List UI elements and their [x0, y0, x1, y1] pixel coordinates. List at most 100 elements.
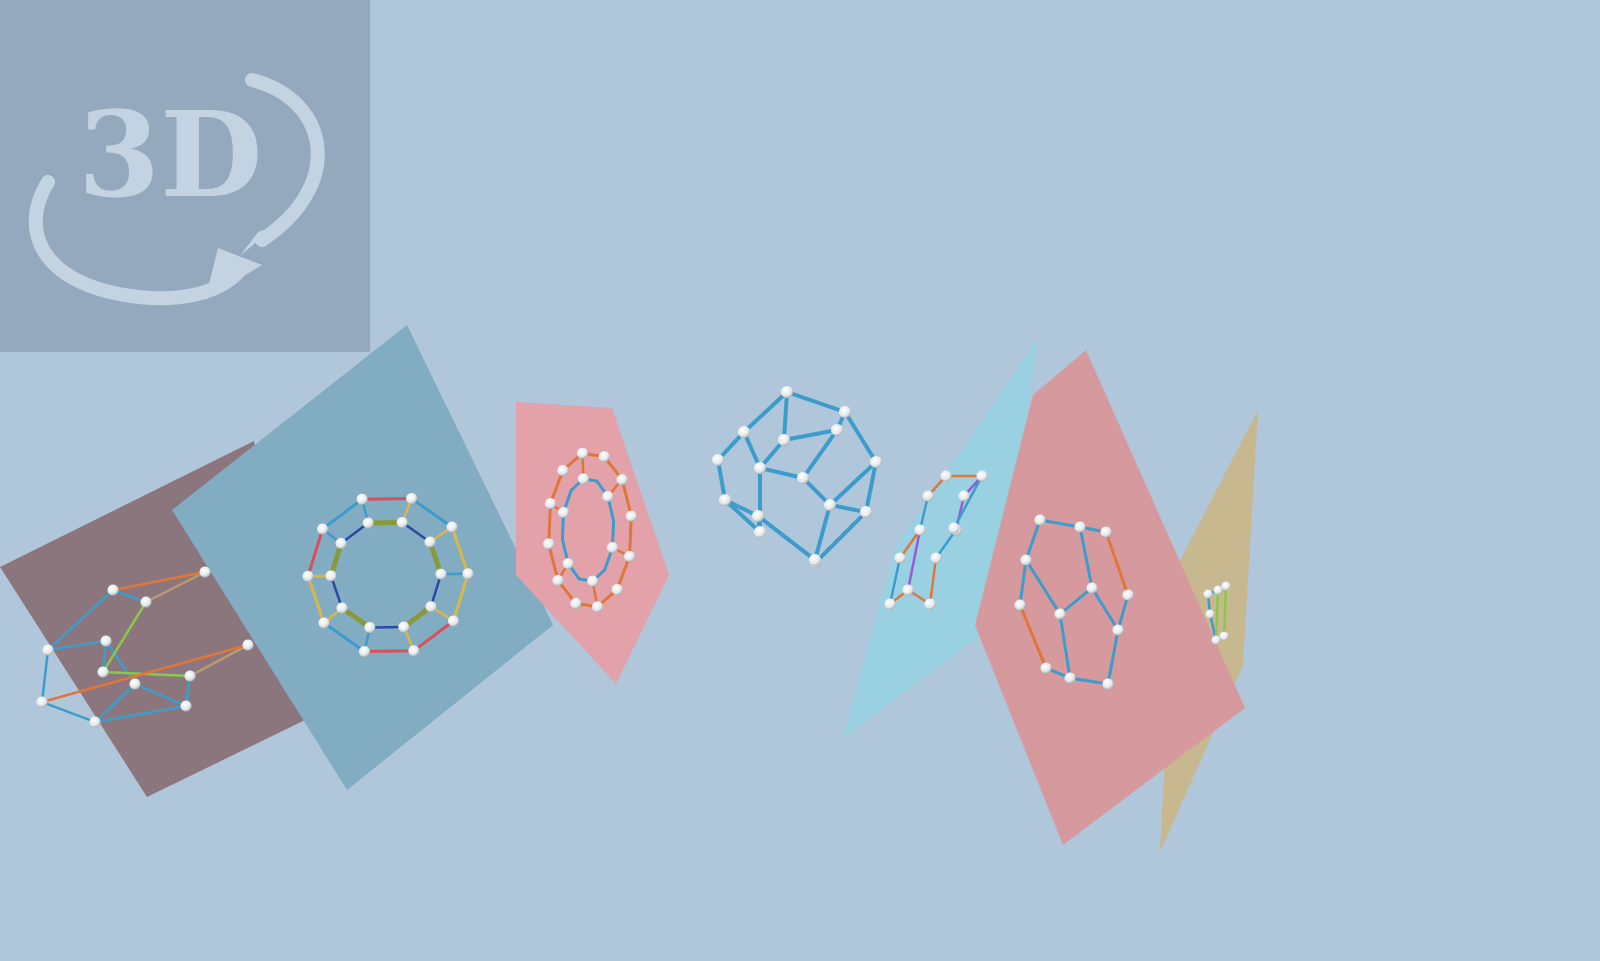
bond: [787, 392, 845, 412]
atom-node: [1035, 515, 1046, 526]
bond: [630, 516, 632, 556]
atom-node: [578, 473, 589, 484]
atom-node: [1041, 663, 1052, 674]
atom-node: [1103, 679, 1114, 690]
atom-node: [326, 570, 337, 581]
atom-node: [448, 616, 459, 627]
atom-node: [318, 617, 329, 628]
atom-node: [577, 448, 588, 459]
atom-node: [447, 522, 458, 533]
atom-node: [317, 523, 328, 534]
atom-node: [185, 671, 196, 682]
atom-node: [809, 554, 821, 566]
atom-node: [612, 584, 623, 595]
atom-node: [941, 471, 952, 482]
atom-node: [1222, 582, 1231, 591]
atom-node: [130, 679, 141, 690]
atom-node: [1204, 590, 1213, 599]
atom-node: [364, 622, 375, 633]
atom-node: [398, 622, 409, 633]
atom-node: [108, 585, 119, 596]
atom-node: [543, 538, 554, 549]
atom-node: [1214, 586, 1223, 595]
atom-node: [895, 553, 906, 564]
bond: [784, 392, 787, 440]
atom-node: [1055, 609, 1066, 620]
pink-plane-left: [516, 402, 669, 684]
atom-node: [359, 646, 370, 657]
bond: [42, 702, 95, 722]
atom-node: [90, 717, 101, 728]
bond: [758, 516, 815, 560]
atom-node: [599, 451, 610, 462]
atom-node: [885, 599, 896, 610]
atom-node: [1113, 625, 1124, 636]
atom-node: [303, 571, 314, 582]
atom-node: [949, 523, 960, 534]
bond: [718, 460, 725, 500]
atom-node: [435, 569, 446, 580]
atom-node: [925, 599, 936, 610]
atom-node: [624, 551, 635, 562]
atom-node: [397, 517, 408, 528]
atom-node: [587, 576, 598, 587]
atom-node: [781, 386, 793, 398]
atom-node: [43, 645, 54, 656]
atom-node: [101, 636, 112, 647]
atom-node: [719, 494, 731, 506]
bond: [744, 392, 787, 432]
atom-node: [738, 426, 750, 438]
atom-node: [552, 575, 563, 586]
atom-node: [778, 434, 790, 446]
atom-node: [181, 701, 192, 712]
atom-node: [824, 499, 836, 511]
atom-node: [754, 462, 766, 474]
badge-label: 3D: [78, 85, 262, 224]
atom-node: [903, 585, 914, 596]
atom-node: [98, 667, 109, 678]
atom-node: [1101, 527, 1112, 538]
bond: [549, 504, 551, 544]
bond: [42, 650, 48, 702]
atom-node: [915, 525, 926, 536]
atom-node: [570, 598, 581, 609]
atom-node: [626, 511, 637, 522]
atom-node: [1021, 555, 1032, 566]
3d-view-badge[interactable]: 3D: [0, 0, 370, 352]
atom-node: [870, 456, 882, 468]
atom-node: [1220, 632, 1229, 641]
atom-node: [425, 537, 436, 548]
atom-node: [977, 471, 988, 482]
atom-node: [336, 602, 347, 613]
atom-node: [557, 465, 568, 476]
atom-node: [831, 424, 843, 436]
atom-node: [923, 491, 934, 502]
atom-node: [563, 558, 574, 569]
atom-node: [363, 517, 374, 528]
atom-node: [200, 567, 211, 578]
atom-node: [1065, 673, 1076, 684]
atom-node: [425, 601, 436, 612]
atom-node: [797, 472, 809, 484]
atom-node: [607, 542, 618, 553]
atom-node: [545, 498, 556, 509]
atom-node: [839, 406, 851, 418]
atom-node: [408, 645, 419, 656]
atom-node: [1015, 600, 1026, 611]
atom-node: [243, 640, 254, 651]
atom-node: [931, 553, 942, 564]
atom-node: [959, 491, 970, 502]
atom-node: [141, 597, 152, 608]
atom-node: [462, 568, 473, 579]
bond: [364, 651, 413, 652]
bond: [816, 512, 866, 562]
atom-node: [1212, 636, 1221, 645]
atom-node: [752, 510, 764, 522]
atom-node: [357, 494, 368, 505]
atom-node: [712, 454, 724, 466]
atom-node: [1123, 590, 1134, 601]
atom-node: [592, 601, 603, 612]
atom-node: [617, 474, 628, 485]
atom-node: [754, 526, 766, 538]
atom-node: [1075, 522, 1086, 533]
